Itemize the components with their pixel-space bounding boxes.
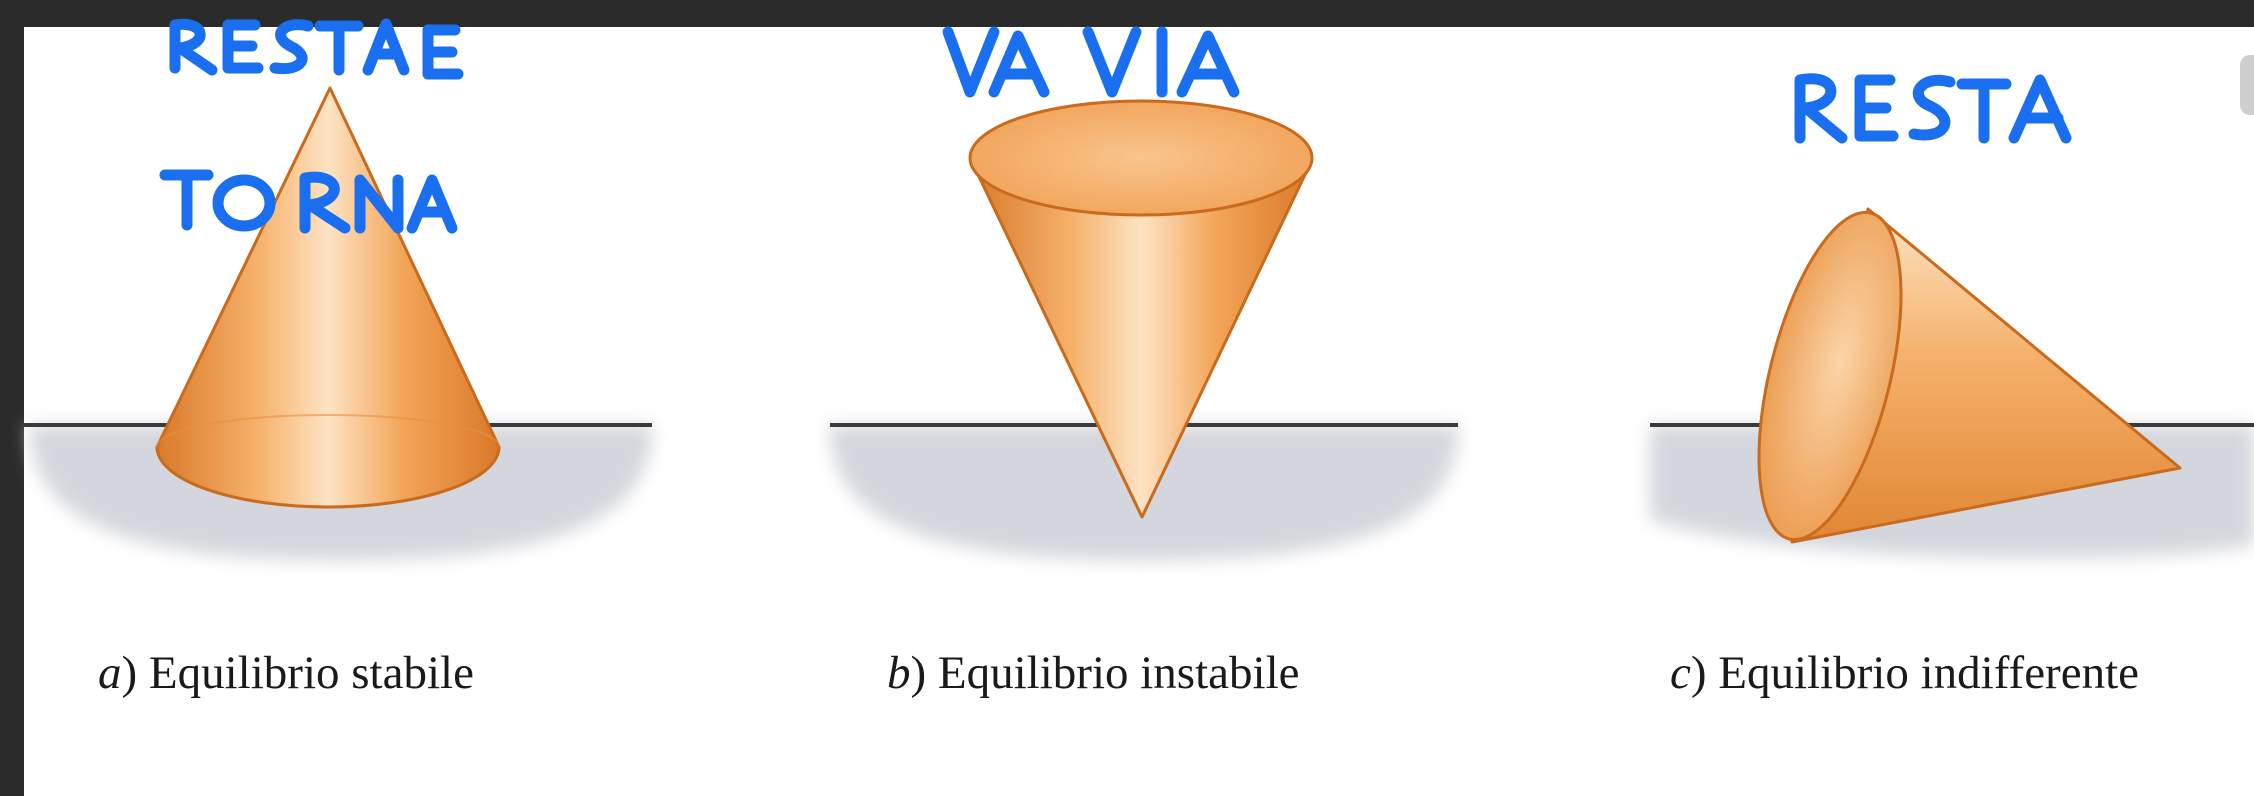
handwritten-note-c [1794, 73, 2072, 144]
cone-unstable [968, 99, 1314, 519]
caption-b: b) Equilibrio instabile [887, 647, 1300, 699]
caption-a: a) Equilibrio stabile [98, 647, 474, 699]
caption-c-letter: c [1670, 647, 1691, 699]
handwritten-note-a [159, 18, 464, 234]
caption-c: c) Equilibrio indifferente [1670, 647, 2139, 699]
caption-a-label: Equilibrio stabile [148, 647, 474, 699]
caption-b-label: Equilibrio instabile [937, 647, 1300, 699]
cone-stable [155, 86, 501, 509]
handwritten-note-b [942, 26, 1240, 98]
cone-neutral [1757, 207, 2182, 544]
caption-b-letter: b [887, 647, 911, 699]
caption-c-label: Equilibrio indifferente [1718, 647, 2139, 699]
window-edge-tab [2240, 55, 2254, 115]
caption-a-letter: a [98, 647, 122, 699]
